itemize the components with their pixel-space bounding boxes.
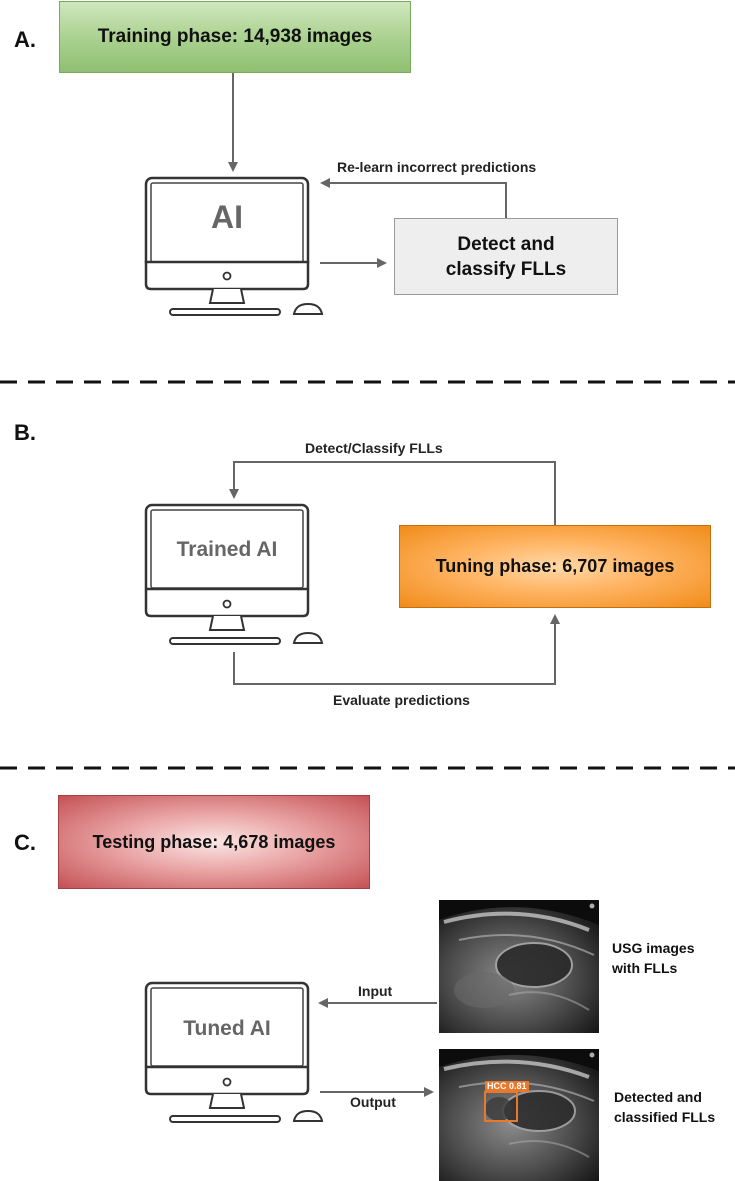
usg-image-input [439,900,599,1033]
monitor-icon [144,981,324,1123]
detect-box-line2: classify FLLs [445,258,567,280]
relearn-label: Re-learn incorrect predictions [337,159,537,175]
detected-classified-label: Detected and classified FLLs [614,1087,715,1127]
detected-label-line2: classified FLLs [614,1109,716,1125]
tuning-phase-text: Tuning phase: 6,707 images [435,556,675,576]
section-b-label: B. [14,420,36,445]
section-a-label: A. [14,27,36,52]
tuned-ai-monitor-text: Tuned AI [183,1017,271,1040]
usg-image-output: HCC 0.81 [439,1049,599,1181]
arrow-detect-classify [229,461,556,525]
monitor-icon [144,176,324,316]
arrow-evaluate [233,614,560,685]
usg-label-line2: with FLLs [612,960,678,976]
input-label: Input [358,983,393,999]
detection-bounding-box [484,1091,518,1122]
testing-phase-box: Testing phase: 4,678 images [58,795,370,889]
tuning-phase-box: Tuning phase: 6,707 images [399,525,711,608]
usg-label-line1: USG images [612,940,695,956]
training-phase-text: Training phase: 14,938 images [97,26,373,47]
output-label: Output [350,1094,396,1110]
trained-ai-monitor-text: Trained AI [176,538,278,561]
detection-tag: HCC 0.81 [485,1081,529,1092]
monitor-icon [144,503,324,645]
training-phase-box: Training phase: 14,938 images [59,1,411,73]
detect-classify-box: Detect and classify FLLs [394,218,618,295]
detect-box-line1: Detect and [457,233,555,255]
arrow-relearn [320,178,507,218]
evaluate-predictions-label: Evaluate predictions [333,692,470,708]
ai-monitor-text: AI [211,199,243,235]
detect-classify-label: Detect/Classify FLLs [305,440,443,456]
testing-phase-text: Testing phase: 4,678 images [92,831,336,852]
usg-images-label: USG images with FLLs [612,938,694,978]
detected-label-line1: Detected and [614,1089,702,1105]
section-c-label: C. [14,830,36,855]
